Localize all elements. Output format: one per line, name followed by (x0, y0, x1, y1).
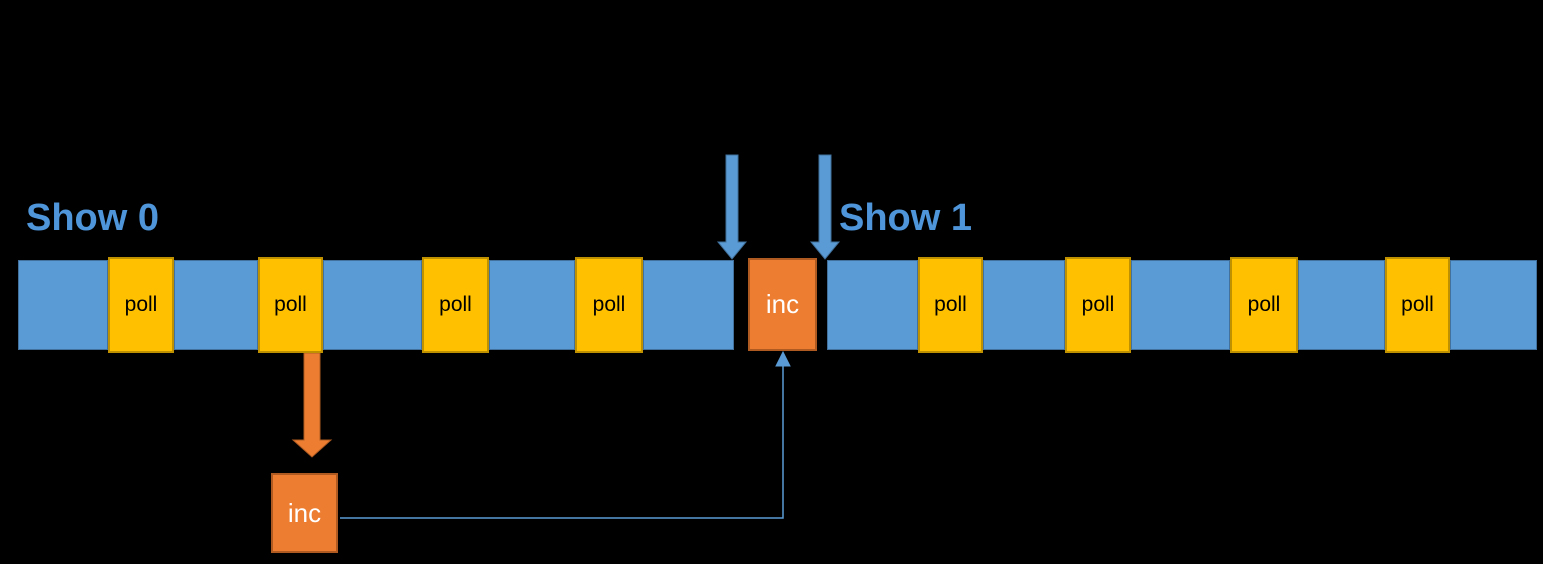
timeline-block (827, 260, 918, 350)
down-arrow-icon (809, 154, 841, 260)
timeline-block (1450, 260, 1537, 350)
timeline-block (323, 260, 422, 350)
poll-block: poll (1385, 257, 1450, 353)
timeline-block (174, 260, 258, 350)
poll-block: poll (108, 257, 174, 353)
extracted-inc-block: inc (271, 473, 338, 553)
poll-label: poll (1081, 293, 1115, 316)
poll-block: poll (258, 257, 323, 353)
timeline-block (18, 260, 108, 350)
poll-block: poll (1230, 257, 1298, 353)
show0-label: Show 0 (26, 197, 160, 239)
show1-label: Show 1 (839, 197, 973, 239)
return-connector-line (340, 366, 784, 519)
poll-label: poll (274, 293, 307, 316)
timeline-block (1298, 260, 1385, 350)
inc-block: inc (748, 258, 817, 351)
poll-label: poll (124, 293, 158, 316)
poll-label: poll (934, 293, 967, 316)
poll-block: poll (918, 257, 983, 353)
timeline-block (643, 260, 734, 350)
up-arrowhead-icon (775, 350, 791, 367)
poll-label: poll (1401, 293, 1434, 316)
down-arrow-icon (716, 154, 748, 260)
timeline-block (983, 260, 1065, 350)
poll-block: poll (422, 257, 489, 353)
inc-label: inc (765, 289, 800, 319)
poll-block: poll (575, 257, 643, 353)
poll-block: poll (1065, 257, 1131, 353)
extract-down-arrow-icon (291, 352, 333, 458)
poll-label: poll (1247, 293, 1281, 316)
poll-label: poll (592, 293, 626, 316)
timeline-block (1131, 260, 1230, 350)
inc-label: inc (287, 497, 322, 528)
timeline-block (489, 260, 575, 350)
timeline: poll poll poll poll inc poll poll poll poll (0, 257, 1543, 353)
poll-label: poll (439, 293, 472, 316)
